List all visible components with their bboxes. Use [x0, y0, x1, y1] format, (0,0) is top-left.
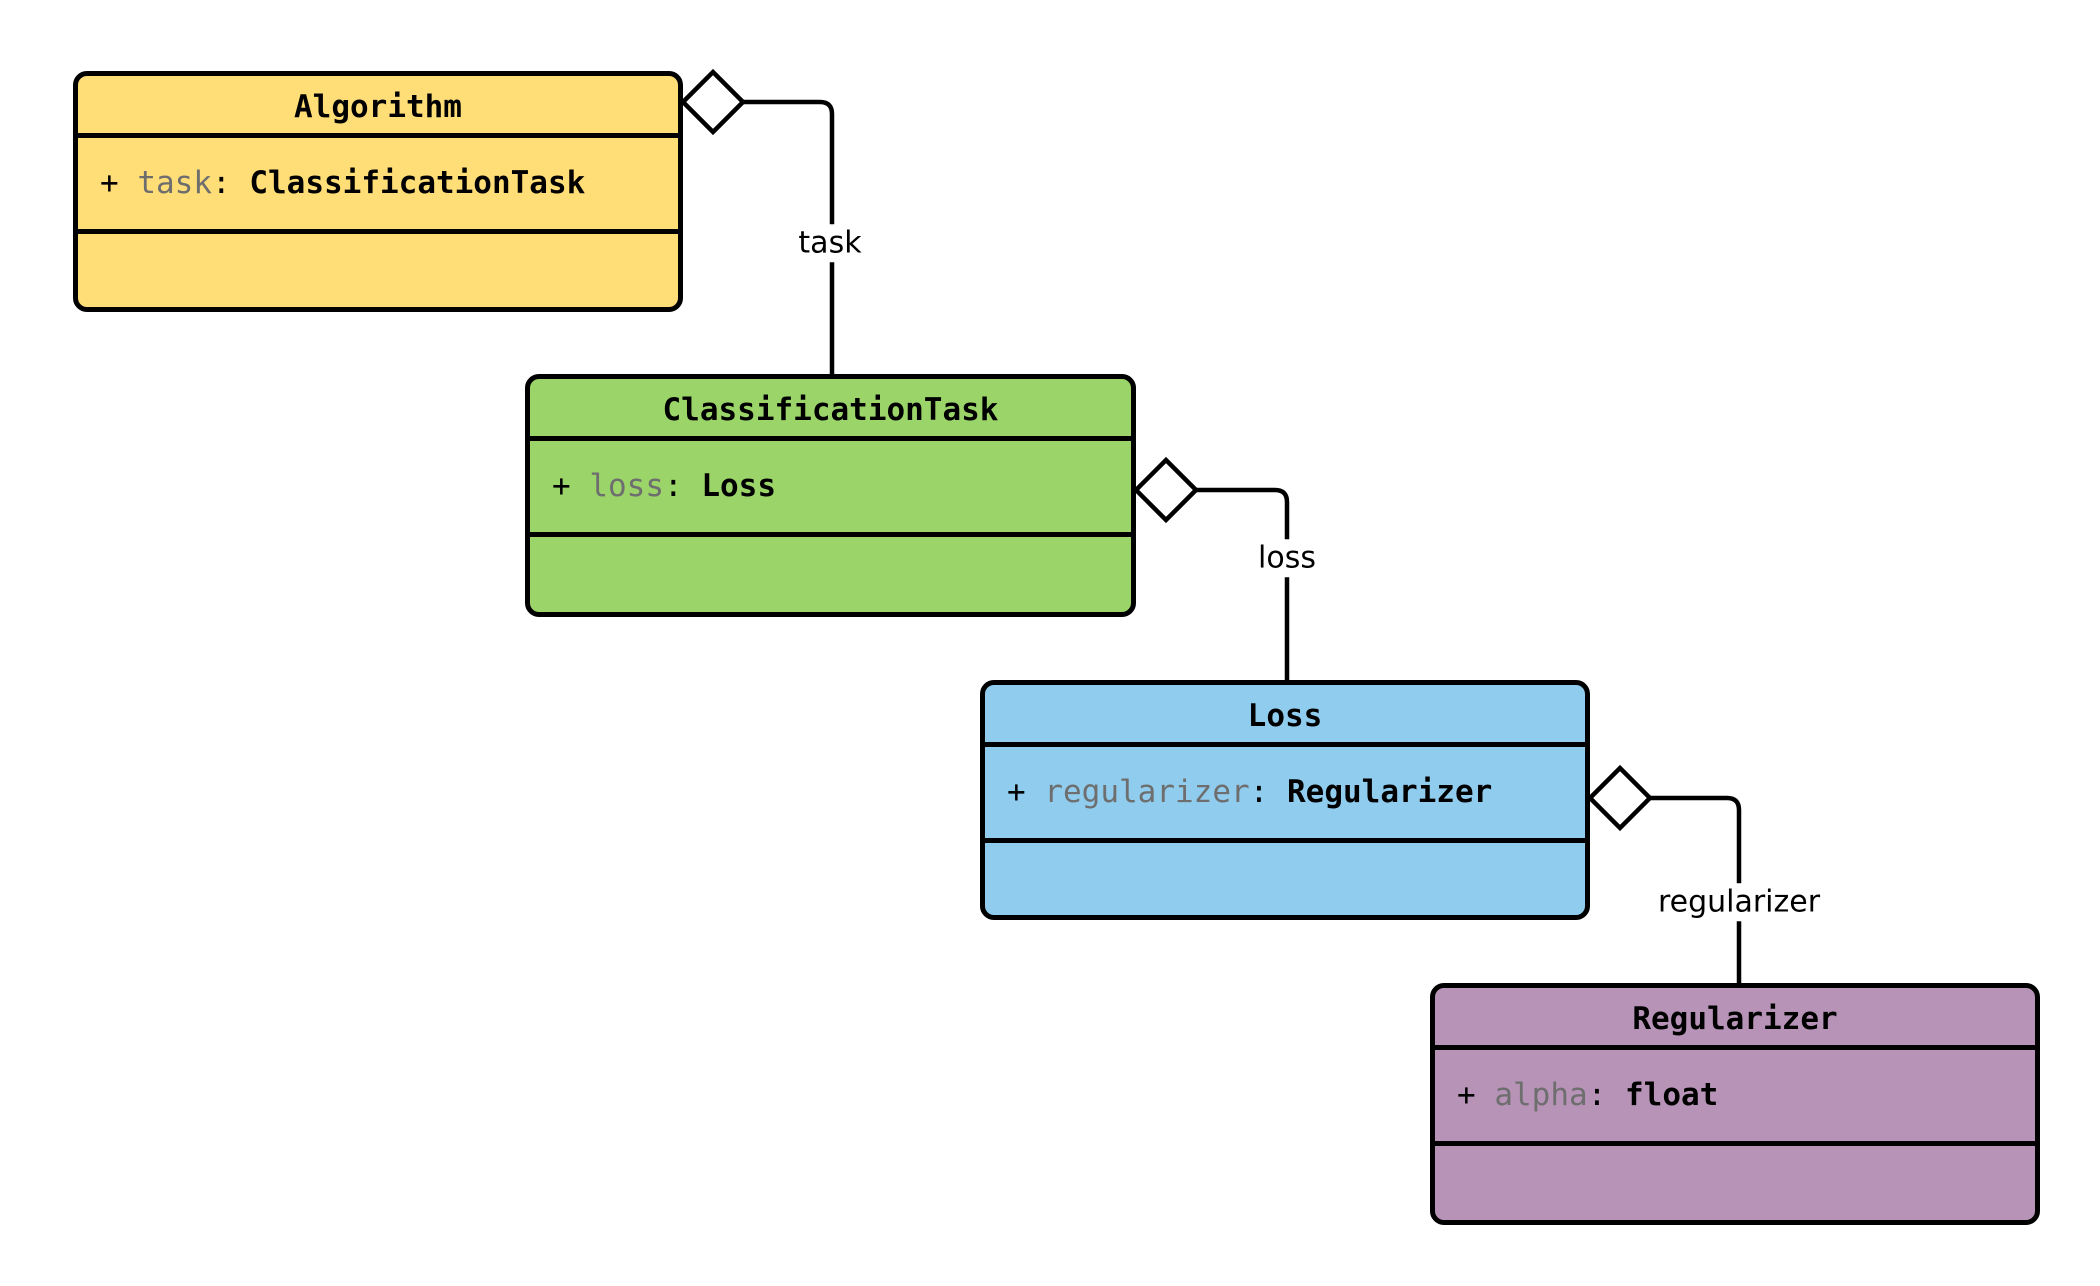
- attribute-type: ClassificationTask: [249, 165, 586, 201]
- attribute-visibility: +: [552, 468, 571, 504]
- attribute-visibility: +: [1007, 774, 1026, 810]
- class-attributes-algorithm: + task: ClassificationTask: [78, 138, 678, 234]
- attribute-visibility: +: [1457, 1077, 1476, 1113]
- relation-task[interactable]: [679, 68, 835, 374]
- class-attributes-loss: + regularizer: Regularizer: [985, 747, 1585, 843]
- aggregation-diamond-icon: [1586, 764, 1654, 832]
- class-methods-loss: [985, 843, 1585, 915]
- aggregation-diamond-icon: [1132, 456, 1200, 524]
- attribute-separator: :: [1249, 774, 1269, 810]
- attribute-name: alpha: [1494, 1077, 1588, 1113]
- attribute-name: regularizer: [1044, 774, 1250, 810]
- class-title-loss: Loss: [985, 685, 1585, 747]
- relation-loss-line: [1166, 487, 1290, 680]
- class-methods-regularizer: [1435, 1146, 2035, 1219]
- class-attributes-regularizer: + alpha: float: [1435, 1050, 2035, 1146]
- class-title-classification-task: ClassificationTask: [530, 379, 1131, 441]
- class-methods-classification-task: [530, 537, 1131, 610]
- aggregation-diamond-icon: [679, 68, 747, 136]
- attribute-row: + regularizer: Regularizer: [1007, 777, 1492, 808]
- attribute-row: + task: ClassificationTask: [100, 168, 585, 199]
- attribute-visibility: +: [100, 165, 119, 201]
- relation-label-loss: loss: [1252, 539, 1322, 577]
- attribute-row: + loss: Loss: [552, 471, 776, 502]
- class-box-algorithm[interactable]: Algorithm + task: ClassificationTask: [73, 71, 683, 312]
- class-box-classification-task[interactable]: ClassificationTask + loss: Loss: [525, 374, 1136, 617]
- class-title-algorithm: Algorithm: [78, 76, 678, 138]
- class-box-regularizer[interactable]: Regularizer + alpha: float: [1430, 983, 2040, 1225]
- class-box-loss[interactable]: Loss + regularizer: Regularizer: [980, 680, 1590, 920]
- class-title-regularizer: Regularizer: [1435, 988, 2035, 1050]
- attribute-name: loss: [589, 468, 664, 504]
- attribute-type: float: [1625, 1077, 1719, 1113]
- attribute-type: Loss: [701, 468, 776, 504]
- attribute-row: + alpha: float: [1457, 1080, 1718, 1111]
- relation-regularizer[interactable]: [1586, 764, 1742, 983]
- attribute-name: task: [137, 165, 212, 201]
- relation-label-regularizer: regularizer: [1651, 883, 1827, 921]
- attribute-type: Regularizer: [1287, 774, 1493, 810]
- class-attributes-classification-task: + loss: Loss: [530, 441, 1131, 537]
- attribute-separator: :: [212, 165, 231, 201]
- attribute-separator: :: [1587, 1077, 1607, 1113]
- attribute-separator: :: [664, 468, 683, 504]
- relation-label-task: task: [792, 224, 868, 262]
- class-methods-algorithm: [78, 234, 678, 307]
